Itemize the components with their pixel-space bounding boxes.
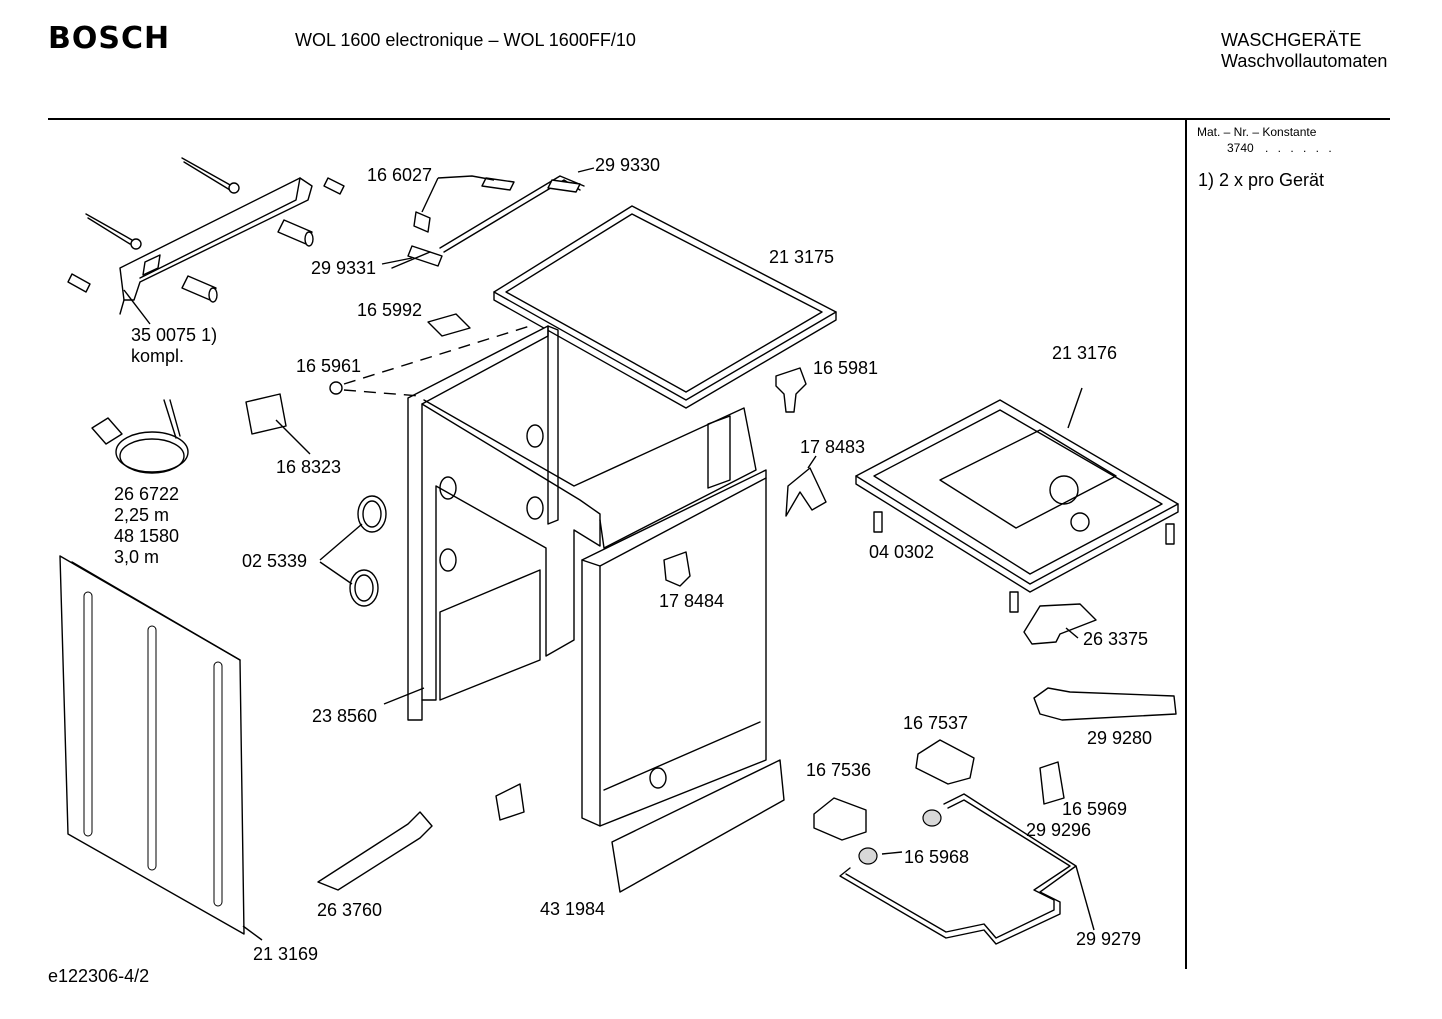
part-wire-299279 <box>839 793 1077 945</box>
label-213169: 21 3169 <box>253 944 318 964</box>
label-266722-length: 2,25 m <box>114 505 169 525</box>
part-screws-040302 <box>873 511 1175 613</box>
part-front-panel <box>581 469 767 827</box>
part-holder-165969 <box>1039 761 1065 805</box>
part-clip-168323 <box>245 393 287 435</box>
label-168323: 16 8323 <box>276 457 341 477</box>
part-cabinet-frame-238560 <box>407 325 757 721</box>
label-238560: 23 8560 <box>312 706 377 726</box>
label-350075-kompl: kompl. <box>131 346 184 366</box>
label-165961: 16 5961 <box>296 356 361 376</box>
label-213176: 21 3176 <box>1052 343 1117 363</box>
model-title: WOL 1600 electronique – WOL 1600FF/10 <box>295 30 636 50</box>
label-299331: 29 9331 <box>311 258 376 278</box>
label-263760: 26 3760 <box>317 900 382 920</box>
label-165981: 16 5981 <box>813 358 878 378</box>
header-divider <box>48 118 1390 120</box>
part-plug-165961 <box>329 381 343 395</box>
part-wrench-263760 <box>317 811 433 891</box>
label-178484: 17 8484 <box>659 591 724 611</box>
brand-logo: BOSCH <box>48 21 171 56</box>
part-cap-165968-a <box>922 809 942 827</box>
label-481580-length: 3,0 m <box>114 547 159 567</box>
part-clamp-178483 <box>785 467 827 517</box>
label-165968: 16 5968 <box>904 847 969 867</box>
label-025339: 02 5339 <box>242 551 307 571</box>
label-166027: 16 6027 <box>367 165 432 185</box>
label-481580: 48 1580 <box>114 526 179 546</box>
label-165969: 16 5969 <box>1062 799 1127 819</box>
label-266722: 26 6722 <box>114 484 179 504</box>
label-299296: 29 9296 <box>1026 820 1091 840</box>
part-small-bracket <box>495 783 525 821</box>
part-switch-167536 <box>813 797 867 841</box>
part-foot-165981 <box>775 367 807 413</box>
side-panel-divider <box>1185 119 1187 969</box>
label-299330: 29 9330 <box>595 155 660 175</box>
document-id: e122306-4/2 <box>48 966 150 986</box>
label-167537: 16 7537 <box>903 713 968 733</box>
part-side-panel-213169 <box>59 555 245 935</box>
label-299280: 29 9280 <box>1087 728 1152 748</box>
material-number-label: Mat. – Nr. – Konstante <box>1197 125 1317 139</box>
part-cable-266722 <box>91 399 189 474</box>
category-title: WASCHGERÄTE <box>1221 30 1362 50</box>
material-number-dots: . . . . . . <box>1265 141 1335 155</box>
footnote: 1) 2 x pro Gerät <box>1198 170 1325 190</box>
part-rods-299330 <box>391 175 585 269</box>
part-base-frame-213176 <box>855 399 1179 593</box>
category-subtitle: Waschvollautomaten <box>1221 51 1388 71</box>
label-350075: 35 0075 1) <box>131 325 217 345</box>
part-kickplate-431984 <box>611 759 785 893</box>
part-switch-167537 <box>915 739 975 785</box>
part-cap-165968-b <box>858 847 878 865</box>
leader-lines <box>123 167 1095 941</box>
label-299279: 29 9279 <box>1076 929 1141 949</box>
part-top-cover-213175 <box>493 205 837 409</box>
label-431984: 43 1984 <box>540 899 605 919</box>
label-263375: 26 3375 <box>1083 629 1148 649</box>
label-178483: 17 8483 <box>800 437 865 457</box>
label-167536: 16 7536 <box>806 760 871 780</box>
label-040302: 04 0302 <box>869 542 934 562</box>
part-panel-165992 <box>427 313 471 337</box>
label-165992: 16 5992 <box>357 300 422 320</box>
part-bracket-350075 <box>67 157 345 315</box>
part-clamp-178484 <box>663 551 691 587</box>
material-number-value: 3740 <box>1227 141 1254 155</box>
part-bracket-263375 <box>1023 603 1097 645</box>
label-213175: 21 3175 <box>769 247 834 267</box>
part-hose-holder-299280 <box>1033 687 1177 721</box>
